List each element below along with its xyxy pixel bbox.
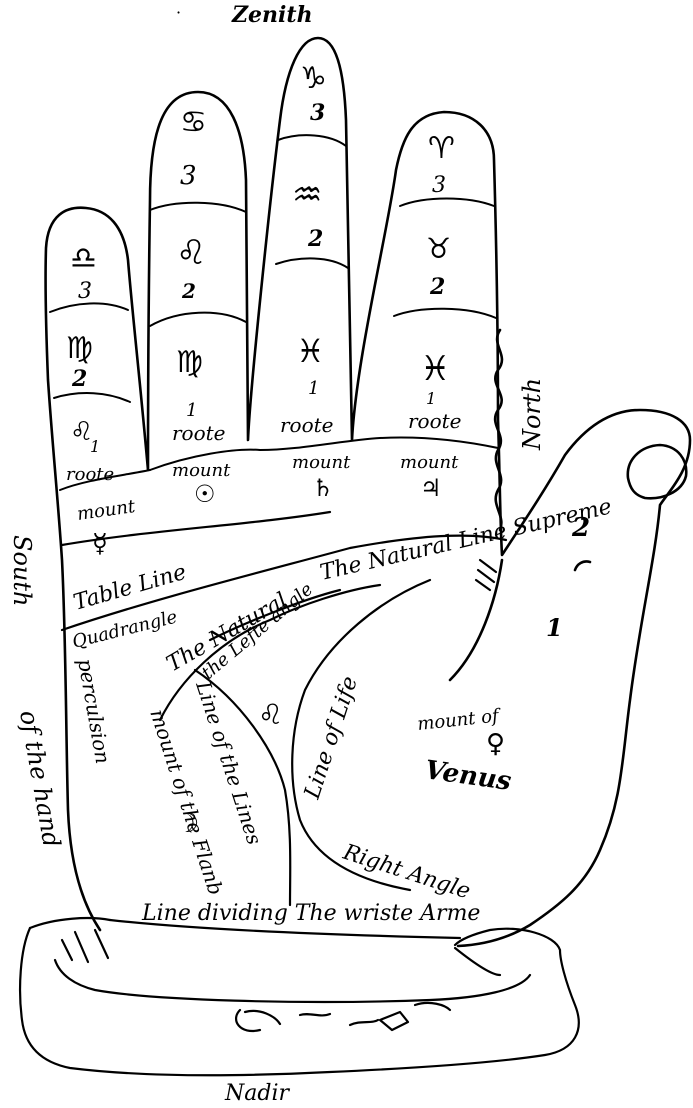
moon-symbol: ☽ xyxy=(176,809,199,839)
index-root: roote xyxy=(408,409,462,433)
mount-mercury-label: mount xyxy=(76,496,137,525)
middle-finger: ♑ 3 ♒ 2 ♓ 1 roote xyxy=(280,61,334,437)
palm-labels: Table Line The Natural Line Supreme Quad… xyxy=(14,494,614,926)
little-mid-sign: ♍ xyxy=(66,331,93,366)
venus-symbol: ♀ xyxy=(486,729,505,759)
thumb-joint-lower: 1 xyxy=(546,613,563,642)
ring-tip-sign: ♋ xyxy=(180,105,207,140)
little-finger: ♎ 3 ♍ 2 ♌ 1 roote xyxy=(66,241,114,485)
nadir-label: Nadir xyxy=(224,1081,290,1106)
hand-outline xyxy=(46,38,690,946)
hand-side-label: of the hand xyxy=(14,708,66,849)
little-root: roote xyxy=(66,464,114,485)
mount-mercury-symbol: ☿ xyxy=(92,529,108,559)
little-base-num: 1 xyxy=(90,437,100,456)
mount-sun-label: mount xyxy=(172,460,231,481)
middle-tip-num: 3 xyxy=(310,100,325,126)
ring-tip-num: 3 xyxy=(180,161,197,191)
little-mid-num: 2 xyxy=(71,366,87,392)
venus-label: Venus xyxy=(423,755,513,797)
ring-mid-sign: ♌ xyxy=(176,233,206,273)
north-label: North xyxy=(518,378,546,451)
mount-saturn-label: mount xyxy=(292,452,351,473)
finger-creases xyxy=(50,135,498,490)
right-angle-label: Right Angle xyxy=(339,840,473,905)
middle-mid-num: 2 xyxy=(307,226,323,252)
index-finger: ♈ 3 ♉ 2 ♓ 1 roote xyxy=(408,131,462,433)
percussion-label: perculsion xyxy=(73,657,115,766)
mount-jupiter-symbol: ♃ xyxy=(420,474,442,502)
little-tip-num: 3 xyxy=(78,279,92,304)
little-tip-sign: ♎ xyxy=(70,241,97,276)
mount-saturn-symbol: ♄ xyxy=(312,474,334,502)
zenith-label: Zenith xyxy=(231,2,313,28)
ring-base-sign: ♍ xyxy=(176,345,203,380)
south-label: South xyxy=(8,535,36,606)
zenith-dot: · xyxy=(176,3,181,22)
wrist-line-label: Line dividing The wriste Arme xyxy=(141,901,480,926)
index-tip-num: 3 xyxy=(432,173,446,198)
natural-line-label: The Natural Line Supreme xyxy=(318,494,614,586)
mount-jupiter-label: mount xyxy=(400,452,459,473)
quadrangle-label: Quadrangle xyxy=(70,606,179,652)
ring-mid-num: 2 xyxy=(181,279,196,303)
index-mid-sign: ♉ xyxy=(426,232,451,265)
middle-base-sign: ♓ xyxy=(296,332,325,370)
middle-root: roote xyxy=(280,413,334,437)
mount-sun-symbol: ☉ xyxy=(194,480,216,508)
line-of-life-label: Line of Life xyxy=(300,673,363,802)
middle-tip-sign: ♑ xyxy=(300,61,327,96)
index-base-sign: ♓ xyxy=(420,349,450,389)
ring-finger: ♋ 3 ♌ 2 ♍ 1 roote xyxy=(172,105,226,445)
index-base-num: 1 xyxy=(426,389,436,408)
ring-base-num: 1 xyxy=(186,400,197,421)
index-tip-sign: ♈ xyxy=(428,131,455,166)
middle-mid-sign: ♒ xyxy=(292,175,322,215)
lefte-angle-symbol: ♌ xyxy=(258,698,283,731)
middle-base-num: 1 xyxy=(308,378,319,399)
index-mid-num: 2 xyxy=(429,274,445,300)
ring-root: roote xyxy=(172,421,226,445)
wrist-base xyxy=(20,918,579,1075)
